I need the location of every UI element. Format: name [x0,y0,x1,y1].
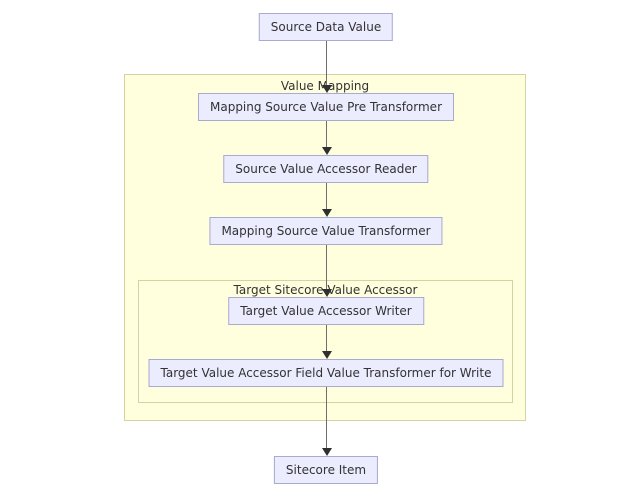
edge-line [326,182,327,209]
arrowhead-icon [321,147,332,155]
edge-line [326,120,327,147]
arrowhead-icon [321,289,332,297]
edge-source-data-value-to-pre-transformer [321,40,332,93]
edge-field-transformer-to-sitecore-item [321,386,332,456]
edge-line [326,40,327,85]
node-mapping-source-value-pre-transformer: Mapping Source Value Pre Transformer [197,93,455,121]
edge-pre-transformer-to-reader [321,120,332,155]
node-sitecore-item: Sitecore Item [273,456,379,484]
edge-line [326,324,327,351]
node-target-value-accessor-field-value-transformer-for-write: Target Value Accessor Field Value Transf… [148,359,504,387]
arrowhead-icon [321,209,332,217]
arrowhead-icon [321,448,332,456]
node-source-value-accessor-reader: Source Value Accessor Reader [223,155,429,183]
edge-writer-to-field-transformer [321,324,332,359]
node-target-value-accessor-writer: Target Value Accessor Writer [228,297,424,325]
edge-transformer-to-writer [321,244,332,297]
edge-line [326,386,327,448]
edge-reader-to-transformer [321,182,332,217]
edge-line [326,244,327,289]
arrowhead-icon [321,351,332,359]
arrowhead-icon [321,85,332,93]
node-source-data-value: Source Data Value [258,13,394,41]
node-mapping-source-value-transformer: Mapping Source Value Transformer [209,217,443,245]
